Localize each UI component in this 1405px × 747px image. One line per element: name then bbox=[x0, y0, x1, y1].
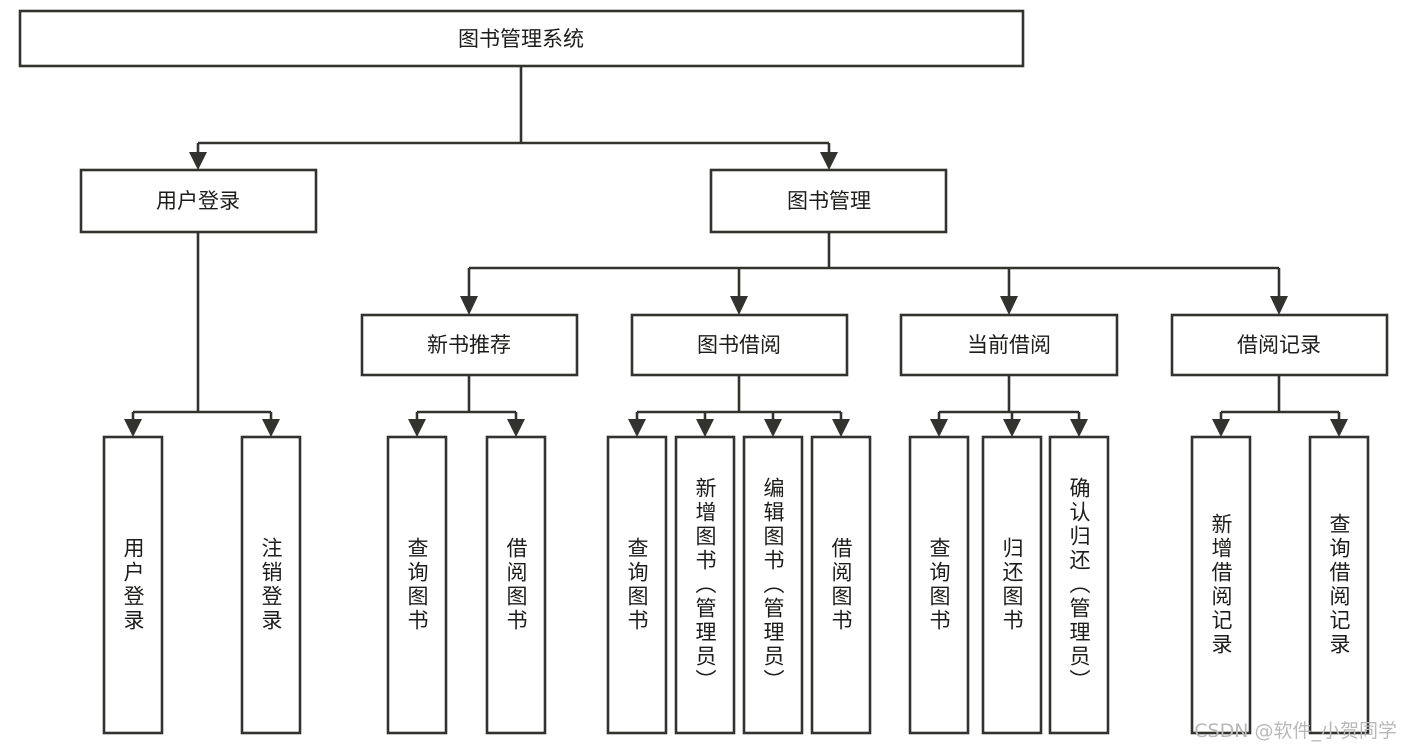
node-leaf-return-book-label: 归还图书 bbox=[1000, 537, 1024, 633]
node-leaf-confirm-return-box[interactable] bbox=[1048, 435, 1110, 735]
node-user-login-box[interactable] bbox=[79, 168, 318, 234]
node-leaf-add-book[interactable]: 新增图书（管理员） bbox=[674, 435, 736, 735]
node-leaf-edit-book-box[interactable] bbox=[742, 435, 804, 735]
node-borrow-record-label: 借阅记录 bbox=[1237, 333, 1321, 357]
node-current-borrow[interactable]: 当前借阅 bbox=[899, 313, 1119, 377]
connector-current-borrow-to-leaves bbox=[930, 375, 1088, 437]
node-current-borrow-box[interactable] bbox=[899, 313, 1119, 377]
node-leaf-borrow-book-2-box[interactable] bbox=[810, 435, 872, 735]
node-leaf-borrow-book-1-box[interactable] bbox=[485, 435, 547, 735]
node-leaf-borrow-book-1-label: 借阅图书 bbox=[504, 537, 528, 633]
node-leaf-query-book-3-box[interactable] bbox=[908, 435, 970, 735]
connector-book-mgmt-to-level3 bbox=[460, 232, 1288, 315]
node-book-borrow[interactable]: 图书借阅 bbox=[630, 313, 849, 377]
node-leaf-user-login[interactable]: 用户登录 bbox=[102, 435, 164, 735]
node-root-box[interactable] bbox=[18, 9, 1025, 68]
connector-new-book-rec-to-leaves bbox=[408, 375, 525, 437]
node-leaf-logout-box[interactable] bbox=[240, 435, 302, 735]
node-leaf-query-book-1-label: 查询图书 bbox=[405, 537, 429, 633]
arrowhead-leaf-logout bbox=[262, 419, 280, 437]
arrowhead-borrow-record bbox=[1270, 296, 1288, 315]
node-leaf-query-record-label: 查询借阅记录 bbox=[1327, 513, 1351, 657]
arrowhead-current-borrow bbox=[1000, 296, 1018, 315]
node-leaf-add-record[interactable]: 新增借阅记录 bbox=[1190, 435, 1252, 735]
node-leaf-query-record[interactable]: 查询借阅记录 bbox=[1308, 435, 1370, 735]
arrowhead-user-login bbox=[189, 152, 207, 170]
arrowhead-leaf-query-book-3 bbox=[930, 419, 948, 437]
node-leaf-confirm-return-label: 确认归还（管理员） bbox=[1067, 477, 1091, 693]
node-book-mgmt-box[interactable] bbox=[709, 168, 948, 234]
connector-root-to-level2 bbox=[189, 66, 838, 170]
node-leaf-query-book-1-box[interactable] bbox=[386, 435, 448, 735]
node-leaf-user-login-box[interactable] bbox=[102, 435, 164, 735]
arrowhead-leaf-add-book bbox=[696, 419, 714, 437]
node-leaf-add-record-box[interactable] bbox=[1190, 435, 1252, 735]
connector-book-borrow-to-leaves bbox=[628, 375, 850, 437]
node-leaf-query-book-3[interactable]: 查询图书 bbox=[908, 435, 970, 735]
node-leaf-query-record-box[interactable] bbox=[1308, 435, 1370, 735]
node-leaf-query-book-2-label: 查询图书 bbox=[625, 537, 649, 633]
node-book-borrow-box[interactable] bbox=[630, 313, 849, 377]
node-current-borrow-label: 当前借阅 bbox=[967, 333, 1051, 357]
arrowhead-leaf-add-record bbox=[1212, 419, 1230, 437]
arrowhead-leaf-return-book bbox=[1003, 419, 1021, 437]
node-new-book-rec-box[interactable] bbox=[360, 313, 579, 377]
node-leaf-query-book-3-label: 查询图书 bbox=[927, 537, 951, 633]
node-leaf-borrow-book-2-label: 借阅图书 bbox=[829, 537, 853, 633]
node-new-book-rec[interactable]: 新书推荐 bbox=[360, 313, 579, 377]
node-leaf-borrow-book-1[interactable]: 借阅图书 bbox=[485, 435, 547, 735]
node-book-mgmt-label: 图书管理 bbox=[787, 189, 871, 213]
node-book-mgmt[interactable]: 图书管理 bbox=[709, 168, 948, 234]
arrowhead-leaf-query-record bbox=[1330, 419, 1348, 437]
arrowhead-book-mgmt bbox=[820, 152, 838, 170]
node-leaf-confirm-return[interactable]: 确认归还（管理员） bbox=[1048, 435, 1110, 735]
node-new-book-rec-label: 新书推荐 bbox=[427, 333, 511, 357]
connector-borrow-record-to-leaves bbox=[1212, 375, 1348, 437]
node-leaf-add-record-label: 新增借阅记录 bbox=[1209, 513, 1233, 657]
arrowhead-book-borrow bbox=[730, 296, 748, 315]
arrowhead-leaf-query-book-2 bbox=[628, 419, 646, 437]
node-root-label: 图书管理系统 bbox=[458, 27, 584, 51]
node-leaf-edit-book[interactable]: 编辑图书（管理员） bbox=[742, 435, 804, 735]
node-leaf-borrow-book-2[interactable]: 借阅图书 bbox=[810, 435, 872, 735]
node-leaf-edit-book-label: 编辑图书（管理员） bbox=[761, 477, 785, 693]
node-leaf-return-book-box[interactable] bbox=[981, 435, 1043, 735]
node-leaf-user-login-label: 用户登录 bbox=[121, 537, 145, 633]
arrowhead-leaf-user-login bbox=[124, 419, 142, 437]
node-leaf-query-book-2-box[interactable] bbox=[606, 435, 668, 735]
arrowhead-leaf-confirm-return bbox=[1070, 419, 1088, 437]
node-leaf-logout-label: 注销登录 bbox=[259, 537, 283, 633]
node-user-login-label: 用户登录 bbox=[156, 189, 240, 213]
node-book-borrow-label: 图书借阅 bbox=[697, 333, 781, 357]
node-leaf-logout[interactable]: 注销登录 bbox=[240, 435, 302, 735]
node-borrow-record[interactable]: 借阅记录 bbox=[1170, 313, 1389, 377]
arrowhead-new-book-rec bbox=[460, 296, 478, 315]
node-leaf-query-book-1[interactable]: 查询图书 bbox=[386, 435, 448, 735]
arrowhead-leaf-borrow-book-2 bbox=[832, 419, 850, 437]
arrowhead-leaf-borrow-book-1 bbox=[507, 419, 525, 437]
node-leaf-return-book[interactable]: 归还图书 bbox=[981, 435, 1043, 735]
arrowhead-leaf-edit-book bbox=[764, 419, 782, 437]
node-root[interactable]: 图书管理系统 bbox=[18, 9, 1025, 68]
arrowhead-leaf-query-book-1 bbox=[408, 419, 426, 437]
node-leaf-add-book-box[interactable] bbox=[674, 435, 736, 735]
node-leaf-add-book-label: 新增图书（管理员） bbox=[693, 477, 717, 693]
node-user-login[interactable]: 用户登录 bbox=[79, 168, 318, 234]
node-borrow-record-box[interactable] bbox=[1170, 313, 1389, 377]
connector-user-login-to-leaves bbox=[124, 232, 280, 437]
node-leaf-query-book-2[interactable]: 查询图书 bbox=[606, 435, 668, 735]
